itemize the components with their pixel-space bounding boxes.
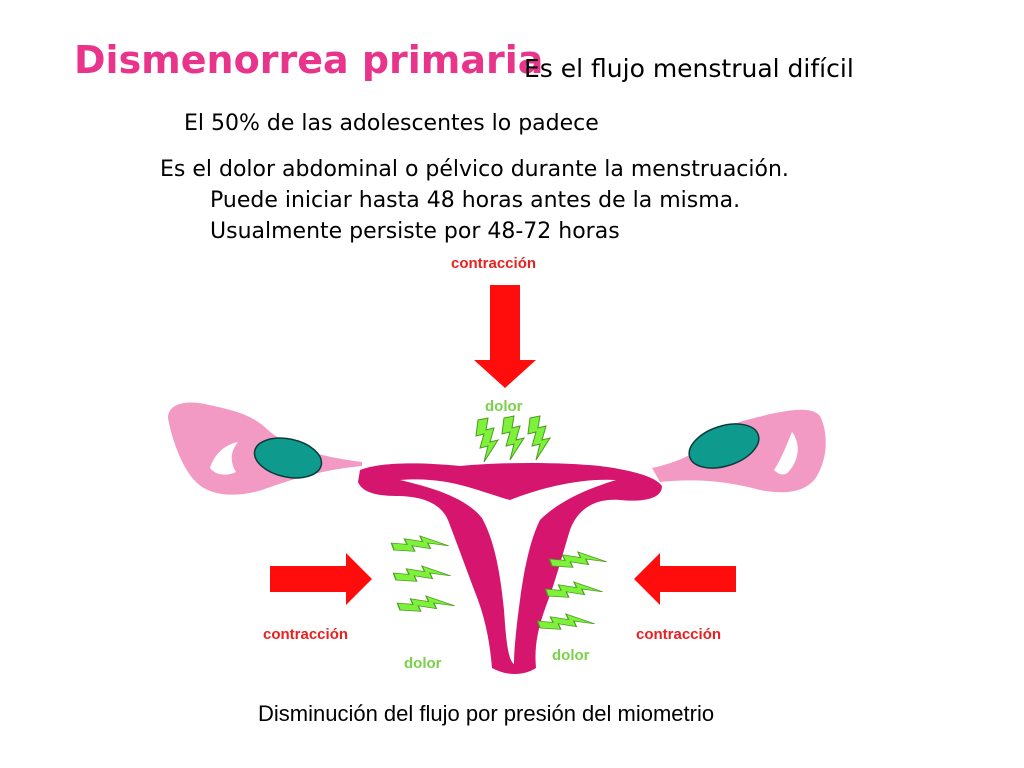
description-line-2: Puede iniciar hasta 48 horas antes de la…	[210, 188, 741, 213]
left-ovary	[253, 437, 323, 479]
slide-title: Dismenorrea primaria	[74, 38, 544, 82]
contraction-label-left: contracción	[263, 626, 349, 643]
contraction-arrow-right	[634, 553, 736, 605]
uterine-cavity	[400, 479, 616, 664]
pain-bolt-icon	[390, 535, 450, 553]
prevalence-text: El 50% de las adolescentes lo padece	[184, 111, 599, 136]
pain-label-left: dolor	[404, 655, 442, 672]
pain-bolt-icon	[536, 613, 596, 631]
diagram-caption: Disminución del flujo por presión del mi…	[258, 701, 715, 726]
contraction-arrow-top	[474, 285, 536, 388]
right-ovary	[688, 423, 760, 469]
pain-bolt-icon	[396, 595, 456, 613]
pain-label-right: dolor	[552, 647, 590, 664]
pain-bolt-icon	[501, 415, 525, 461]
contraction-label-right: contracción	[636, 626, 722, 643]
pain-bolt-icon	[527, 415, 551, 461]
pain-label-top: dolor	[485, 398, 523, 415]
pain-bolt-icon	[475, 417, 499, 463]
slide-subtitle: Es el flujo menstrual difícil	[524, 54, 854, 83]
contraction-label-top: contracción	[451, 255, 537, 272]
description-line-3: Usualmente persiste por 48-72 horas	[210, 219, 620, 244]
contraction-arrow-left	[270, 553, 372, 605]
pain-bolt-icon	[544, 581, 604, 599]
description-line-1: Es el dolor abdominal o pélvico durante …	[160, 157, 789, 182]
pain-bolt-icon	[392, 565, 452, 583]
